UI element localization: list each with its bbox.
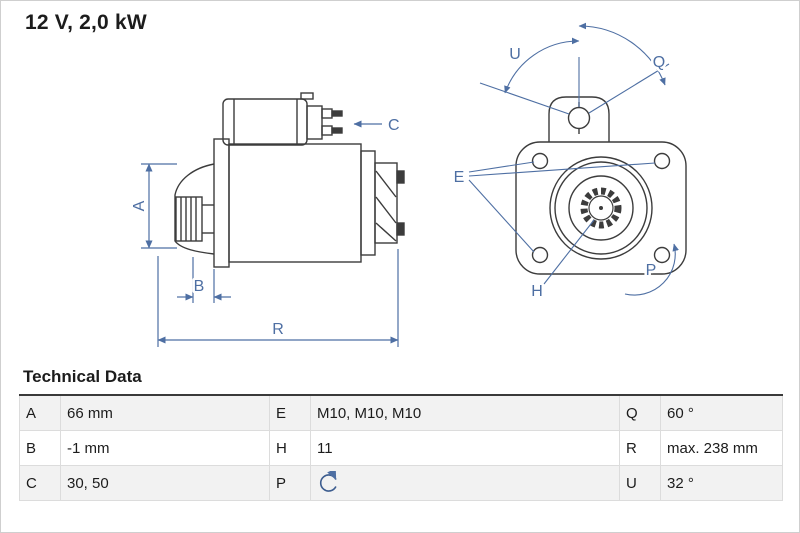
param-letter: E [269, 394, 311, 431]
technical-data-heading: Technical Data [23, 367, 142, 386]
dim-label-c: C [388, 117, 400, 134]
param-letter: B [19, 430, 61, 466]
dim-label-h: H [531, 283, 543, 300]
param-letter: A [19, 394, 61, 431]
starter-motor-technical-drawing: A B R C [129, 22, 687, 347]
dim-label-p: P [646, 262, 657, 279]
param-letter: P [269, 465, 311, 501]
param-letter: Q [619, 394, 661, 431]
dim-label-b: B [194, 278, 205, 295]
table-row: B -1 mm H 11 R max. 238 mm [19, 430, 783, 466]
param-value: 32 ° [660, 465, 783, 501]
side-view-dimensions [141, 120, 399, 347]
dim-label-r: R [272, 321, 284, 338]
dim-label-q: Q [653, 54, 665, 71]
table-row: C 30, 50 P U 32 ° [19, 465, 783, 501]
param-letter: C [19, 465, 61, 501]
param-value: 60 ° [660, 394, 783, 431]
front-view [515, 96, 687, 275]
param-value: M10, M10, M10 [310, 394, 620, 431]
side-view-labels: A B R C [129, 115, 403, 341]
param-value: 30, 50 [60, 465, 270, 501]
dim-label-e: E [454, 169, 465, 186]
param-value: 11 [310, 430, 620, 466]
side-view [174, 92, 405, 268]
param-value [310, 465, 620, 501]
dim-label-a: A [131, 200, 148, 211]
param-letter: H [269, 430, 311, 466]
param-value: -1 mm [60, 430, 270, 466]
page-title: 12 V, 2,0 kW [25, 11, 147, 34]
dim-label-u: U [509, 46, 521, 63]
param-value: max. 238 mm [660, 430, 783, 466]
front-view-dimensions [468, 22, 679, 296]
param-letter: U [619, 465, 661, 501]
rotation-direction-icon [319, 471, 337, 492]
technical-data-table: A 66 mm E M10, M10, M10 Q 60 ° B -1 mm H… [19, 394, 783, 501]
table-row: A 66 mm E M10, M10, M10 Q 60 ° [19, 394, 783, 431]
param-letter: R [619, 430, 661, 466]
param-value: 66 mm [60, 394, 270, 431]
front-view-labels: U Q E H P [451, 44, 668, 303]
